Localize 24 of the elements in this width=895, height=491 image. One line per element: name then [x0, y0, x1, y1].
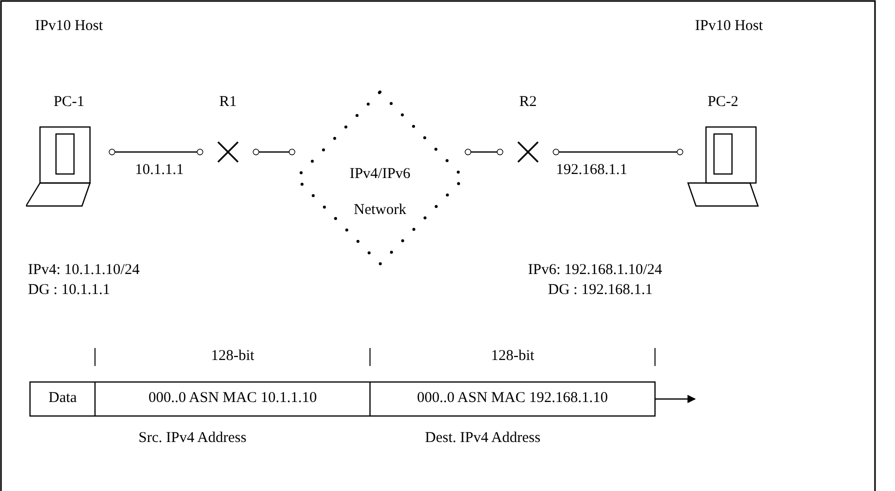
- connector-line: [464, 148, 504, 156]
- address-label: 192.168.1.1: [556, 162, 628, 179]
- node-label: PC-2: [706, 94, 740, 111]
- field-text: 000..0 ASN MAC 192.168.1.10: [417, 390, 608, 407]
- field-text: Data: [48, 390, 77, 407]
- node-label: IPv4/IPv6 Network: [348, 165, 412, 220]
- node-label: R2: [518, 94, 538, 111]
- address-label: 10.1.1.1: [135, 162, 184, 179]
- config-text: DG : 10.1.1.1: [28, 282, 110, 299]
- config-text: IPv4: 10.1.1.10/24: [28, 262, 140, 279]
- field-caption: Dest. IPv4 Address: [425, 430, 540, 447]
- field-text: 000..0 ASN MAC 10.1.1.10: [148, 390, 317, 407]
- host-label: IPv10 Host: [35, 18, 103, 35]
- size-label: 128-bit: [211, 348, 254, 365]
- host-label: IPv10 Host: [695, 18, 763, 35]
- config-text: DG : 192.168.1.1: [548, 282, 653, 299]
- connector-line: [552, 148, 684, 156]
- config-text: IPv6: 192.168.1.10/24: [528, 262, 662, 279]
- connector-line: [252, 148, 296, 156]
- connector-line: [108, 148, 204, 156]
- size-label: 128-bit: [491, 348, 534, 365]
- node-label: R1: [218, 94, 238, 111]
- node-label: PC-1: [52, 94, 86, 111]
- field-caption: Src. IPv4 Address: [138, 430, 246, 447]
